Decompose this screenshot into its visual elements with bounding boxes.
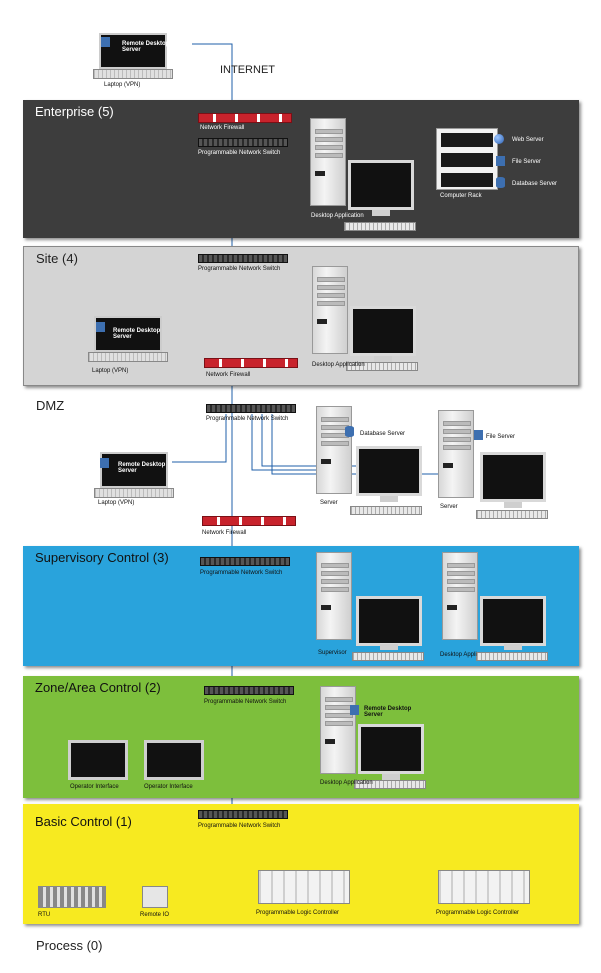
supervisor-tower — [316, 552, 352, 640]
desktop-monitor-zone — [358, 724, 424, 774]
network-switch-supervisory — [200, 557, 290, 566]
plc-device-2 — [438, 870, 530, 904]
remote-desktop-label-site: Remote Desktop Server — [113, 328, 161, 340]
database-server-label-dmz: Database Server — [360, 431, 406, 437]
server-icon — [100, 458, 109, 468]
desktop-tower-enterprise — [310, 118, 346, 206]
network-switch-basic — [198, 810, 288, 819]
zone-basic-title: Basic Control (1) — [35, 814, 132, 829]
desktop-tower-site — [312, 266, 348, 354]
laptop-vpn-label-top: Laptop (VPN) — [104, 82, 141, 88]
network-switch-zone — [204, 686, 294, 695]
zone-supervisory-title: Supervisory Control (3) — [35, 550, 169, 565]
desktop-tower-supervisory — [442, 552, 478, 640]
plc-label-1: Programmable Logic Controller — [256, 910, 340, 916]
server-tower-dmz-2 — [438, 410, 474, 498]
zone-enterprise-title: Enterprise (5) — [35, 104, 114, 119]
laptop-vpn-label-site: Laptop (VPN) — [92, 368, 129, 374]
desktop-tower-zone — [320, 686, 356, 774]
server-monitor-dmz-1 — [356, 446, 422, 496]
database-icon — [496, 177, 505, 188]
laptop-vpn-label-dmz: Laptop (VPN) — [98, 500, 135, 506]
remote-desktop-label-dmz: Remote Desktop Server — [118, 462, 166, 474]
file-server-icon — [474, 430, 483, 440]
network-switch-enterprise — [198, 138, 288, 147]
supervisor-label: Supervisor — [318, 650, 347, 656]
operator-interface-label-2: Operator Interface — [144, 784, 193, 790]
file-server-label-dmz: File Server — [486, 434, 516, 440]
wire-dmz-server1 — [251, 414, 320, 471]
laptop-vpn-dmz — [94, 452, 174, 498]
switch-label-basic: Programmable Network Switch — [198, 823, 281, 829]
switch-label-enterprise: Programmable Network Switch — [198, 150, 281, 156]
server-icon — [350, 705, 359, 715]
network-switch-dmz — [206, 404, 296, 413]
computer-rack — [436, 128, 498, 190]
process-label: Process (0) — [36, 938, 103, 953]
supervisor-monitor — [356, 596, 422, 646]
server-tower-dmz-1 — [316, 406, 352, 494]
operator-interface-label-1: Operator Interface — [70, 784, 119, 790]
remote-desktop-label-zone: Remote Desktop Server — [364, 706, 412, 718]
network-switch-site — [198, 254, 288, 263]
firewall-label-enterprise: Network Firewall — [200, 125, 245, 131]
switch-label-zone: Programmable Network Switch — [204, 699, 287, 705]
server-label-dmz-1: Server — [320, 500, 338, 506]
server-icon — [101, 37, 110, 47]
switch-label-dmz: Programmable Network Switch — [206, 416, 289, 422]
plc-label-2: Programmable Logic Controller — [436, 910, 520, 916]
remote-desktop-label-top: Remote Desktop Server — [122, 41, 170, 53]
network-firewall-site — [204, 358, 298, 368]
web-server-label: Web Server — [512, 137, 544, 143]
computer-rack-label: Computer Rack — [440, 193, 482, 199]
desktop-app-label-zone: Desktop Application — [320, 780, 373, 786]
globe-icon — [494, 134, 504, 144]
remote-io-label: Remote IO — [140, 912, 170, 918]
zone-area-title: Zone/Area Control (2) — [35, 680, 161, 695]
file-server-icon — [496, 156, 505, 166]
network-firewall-dmz — [202, 516, 296, 526]
rtu-label: RTU — [38, 912, 51, 918]
firewall-label-dmz: Network Firewall — [202, 530, 247, 536]
desktop-monitor-enterprise — [348, 160, 414, 210]
desktop-app-label-enterprise: Desktop Application — [311, 213, 364, 219]
database-icon — [345, 426, 354, 437]
laptop-vpn-top — [93, 33, 173, 79]
file-server-label-enterprise: File Server — [512, 159, 542, 165]
remote-io-device — [142, 886, 168, 908]
operator-interface-2 — [144, 740, 204, 780]
laptop-vpn-site — [88, 316, 168, 362]
desktop-appli-label: Desktop Appli — [440, 652, 477, 658]
desktop-monitor-supervisory — [480, 596, 546, 646]
database-server-label-enterprise: Database Server — [512, 181, 558, 187]
zone-basic-control: Basic Control (1) — [23, 804, 579, 924]
server-monitor-dmz-2 — [480, 452, 546, 502]
operator-interface-1 — [68, 740, 128, 780]
firewall-label-site: Network Firewall — [206, 372, 251, 378]
zone-site-title: Site (4) — [36, 251, 78, 266]
server-label-dmz-2: Server — [440, 504, 458, 510]
desktop-monitor-site — [350, 306, 416, 356]
desktop-app-label-site: Desktop Application — [312, 362, 365, 368]
plc-device-1 — [258, 870, 350, 904]
network-firewall-enterprise — [198, 113, 292, 123]
switch-label-site: Programmable Network Switch — [198, 266, 281, 272]
server-icon — [96, 322, 105, 332]
rtu-device — [38, 886, 106, 908]
dmz-label: DMZ — [36, 398, 65, 413]
switch-label-supervisory: Programmable Network Switch — [200, 570, 283, 576]
internet-label: INTERNET — [220, 64, 275, 76]
